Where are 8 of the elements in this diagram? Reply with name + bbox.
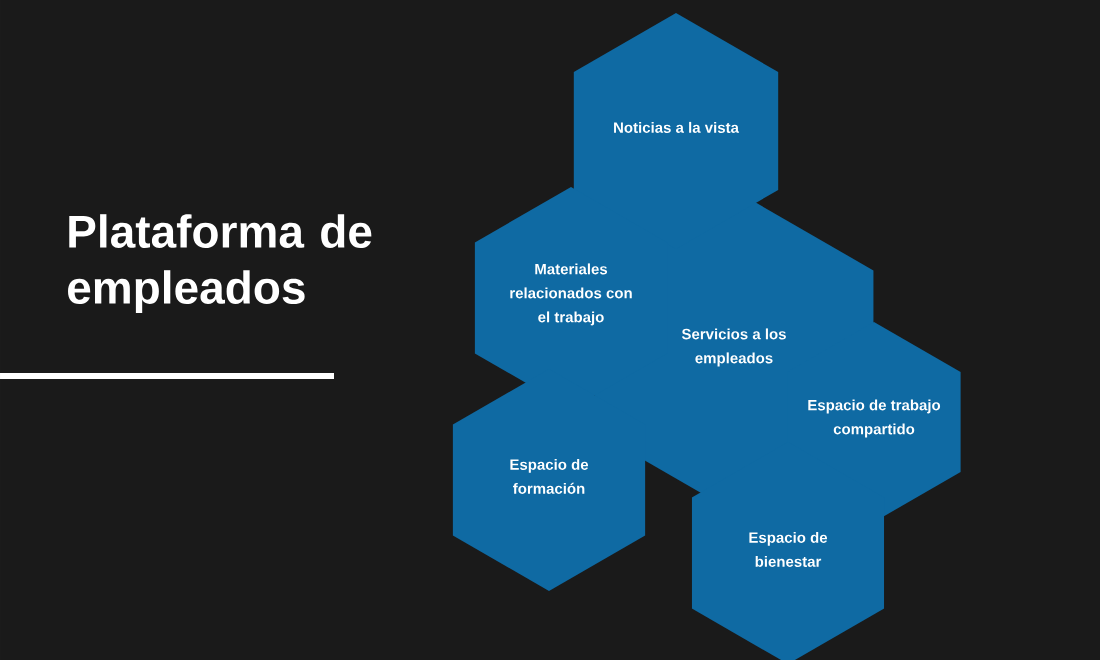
node-label: Servicios a los empleados — [681, 328, 786, 367]
node-label: Espacio de bienestar — [749, 531, 828, 567]
node-label: Noticias a la vista — [614, 121, 740, 133]
hexagon: Espacio de formación — [452, 369, 646, 591]
hexagon: Materiales relacionados con el trabajo — [474, 187, 668, 409]
node-label: Espacio de formación — [510, 458, 589, 494]
title: Plataforma de empleados — [68, 214, 372, 314]
hexagon: Noticias a la vista — [573, 13, 779, 249]
